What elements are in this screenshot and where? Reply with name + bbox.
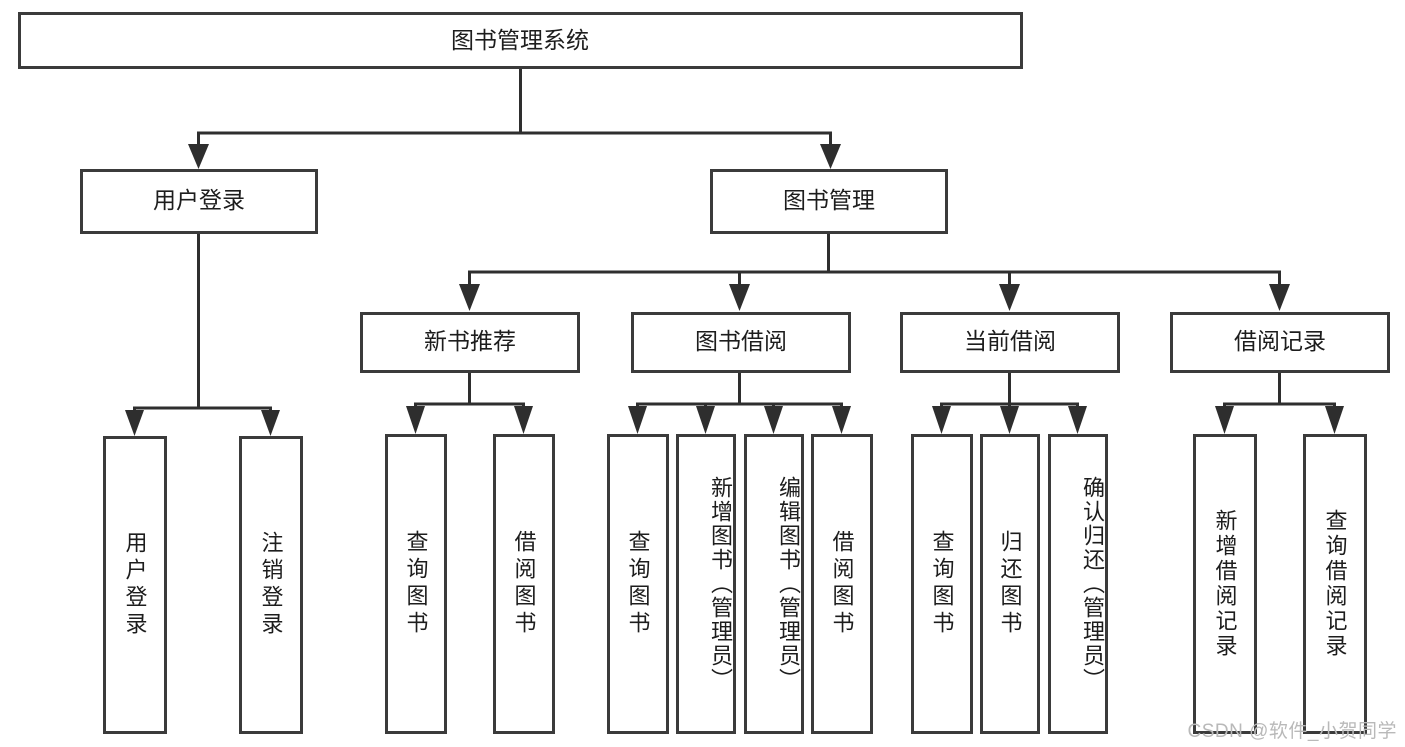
- node-new-book-recommend-label: 新书推荐: [424, 328, 516, 354]
- node-current-borrow-label: 当前借阅: [964, 328, 1056, 354]
- watermark-text: CSDN @软件_小贺同学: [1187, 721, 1397, 742]
- arrow-icon-leaf-query-book-1: [406, 406, 425, 434]
- node-user-login-label: 用户登录: [153, 187, 245, 213]
- node-current-borrow-box[interactable]: [900, 312, 1120, 373]
- node-new-book-recommend-box[interactable]: [360, 312, 580, 373]
- node-root-box[interactable]: [18, 12, 1023, 69]
- node-user-login[interactable]: 用户登录: [80, 169, 318, 234]
- node-book-management-label: 图书管理: [783, 187, 875, 213]
- arrow-icon-new-book: [459, 284, 480, 311]
- arrow-icon-leaf-borrow-book-2: [832, 406, 851, 434]
- arrow-icon-leaf-borrow-book-1: [514, 406, 533, 434]
- arrow-icon-leaf-query-record: [1325, 406, 1344, 434]
- leaf-box-return-book[interactable]: [980, 434, 1040, 734]
- arrow-icon-leaf-edit-book: [764, 406, 783, 434]
- connectors-current-borrow-to-leaves: [932, 370, 1087, 434]
- connectors-user-login-to-leaves: [125, 231, 280, 436]
- leaf-box-query-book-1[interactable]: [385, 434, 447, 734]
- arrow-icon-book-borrow: [729, 284, 750, 311]
- arrow-icon-leaf-add-record: [1215, 406, 1234, 434]
- node-root-label: 图书管理系统: [451, 27, 589, 53]
- leaf-box-query-book-2[interactable]: [607, 434, 669, 734]
- node-current-borrow[interactable]: 当前借阅: [900, 312, 1120, 373]
- node-borrow-record-label: 借阅记录: [1234, 328, 1326, 354]
- connectors-book-borrow-to-leaves: [628, 370, 851, 434]
- leaf-box-user-logout[interactable]: [239, 436, 303, 734]
- leaf-box-query-book-3[interactable]: [911, 434, 973, 734]
- leaf-box-add-book[interactable]: [676, 434, 736, 734]
- arrow-icon-leaf-query-book-3: [932, 406, 951, 434]
- arrow-icon-leaf-confirm-return: [1068, 406, 1087, 434]
- arrow-icon-leaf-return-book: [1000, 406, 1019, 434]
- leaf-box-edit-book[interactable]: [744, 434, 804, 734]
- connectors-book-management-to-level3: [459, 231, 1290, 311]
- connectors-root-to-level2: [188, 65, 841, 169]
- node-root[interactable]: 图书管理系统: [18, 12, 1023, 69]
- connectors-borrow-record-to-leaves: [1215, 370, 1344, 434]
- node-borrow-record[interactable]: 借阅记录: [1170, 312, 1390, 373]
- leaf-box-borrow-book-2[interactable]: [811, 434, 873, 734]
- node-new-book-recommend[interactable]: 新书推荐: [360, 312, 580, 373]
- node-book-borrow-box[interactable]: [631, 312, 851, 373]
- arrow-icon-leaf-add-book: [696, 406, 715, 434]
- node-book-borrow[interactable]: 图书借阅: [631, 312, 851, 373]
- arrow-icon-borrow-record: [1269, 284, 1290, 311]
- arrow-icon-user-login: [188, 144, 209, 169]
- leaf-box-add-record[interactable]: [1193, 434, 1257, 734]
- arrow-icon-current-borrow: [999, 284, 1020, 311]
- connectors-new-book-to-leaves: [406, 370, 533, 434]
- arrow-icon-book-management: [820, 144, 841, 169]
- leaf-box-user-login[interactable]: [103, 436, 167, 734]
- leaf-box-borrow-book-1[interactable]: [493, 434, 555, 734]
- arrow-icon-leaf-user-login: [125, 410, 144, 436]
- node-borrow-record-box[interactable]: [1170, 312, 1390, 373]
- node-book-management[interactable]: 图书管理: [710, 169, 948, 234]
- node-book-borrow-label: 图书借阅: [695, 328, 787, 354]
- leaf-box-query-record[interactable]: [1303, 434, 1367, 734]
- arrow-icon-leaf-user-logout: [261, 410, 280, 436]
- node-user-login-box[interactable]: [80, 169, 318, 234]
- node-book-management-box[interactable]: [710, 169, 948, 234]
- arrow-icon-leaf-query-book-2: [628, 406, 647, 434]
- leaf-box-confirm-return[interactable]: [1048, 434, 1108, 734]
